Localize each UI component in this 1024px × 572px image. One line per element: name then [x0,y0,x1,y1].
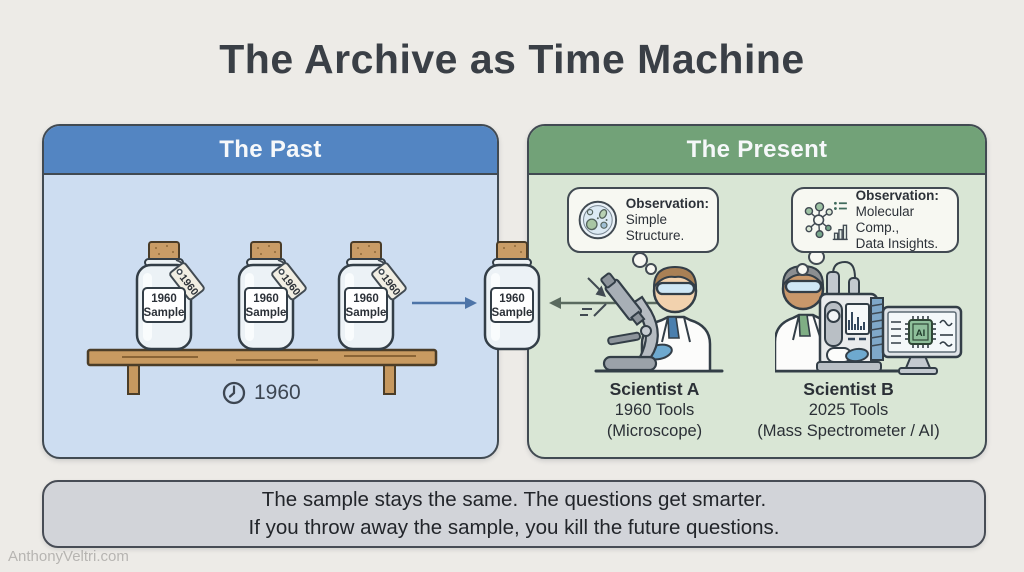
scientist-a-hair [652,265,698,291]
list-icon [833,201,847,210]
center-sample-jar: 1960 Sample [483,241,541,351]
svg-text:1960: 1960 [253,293,279,305]
waveform-lines [891,319,953,347]
scientist-b-tools: 2025 Tools [808,401,889,419]
cork-icon [496,241,528,261]
mass-spectrometer-icon [816,260,884,372]
observation-a-title: Observation: [625,196,709,211]
observation-a-line2: Structure. [625,228,685,243]
observation-b-line2: Data Insights. [855,236,939,251]
observation-box-b: Observation: Molecular Comp., Data Insig… [791,187,959,253]
scientist-b-figure: AI [775,260,963,375]
year-label: 1960 [254,381,301,404]
goggles-icon [655,281,696,296]
scientist-a-caption: Scientist A 1960 Tools (Microscope) [572,379,737,442]
scientist-a-name: Scientist A [609,379,700,399]
clock-icon [222,381,246,405]
watermark: AnthonyVeltri.com [8,548,129,565]
banner-line2: If you throw away the sample, you kill t… [248,516,780,539]
scientist-a-figure [580,265,724,373]
scientist-a-tools: 1960 Tools [614,401,695,419]
year-row: 1960 [222,381,301,405]
observation-b-line1: Molecular Comp., [855,204,915,235]
jar-label [344,287,388,323]
sample-jar-2: 1960 1960 Sample [237,241,307,351]
wooden-shelf [86,348,438,395]
scientist-b-caption: Scientist B 2025 Tools (Mass Spectromete… [746,379,951,442]
jar-label [244,287,288,323]
thought-bubble [632,252,648,268]
svg-text:1960: 1960 [499,293,525,305]
svg-text:AI: AI [916,328,926,339]
microscope-icon [600,272,659,372]
arrow-past-to-jar-icon [412,297,477,309]
sample-jar-3: 1960 1960 Sample [337,241,407,351]
observation-a-line1: Simple [625,212,667,227]
present-panel-header: The Present [529,126,985,175]
cell-icon [578,200,618,240]
ai-chip-icon: AI [905,316,936,348]
sample-jar-1: 1960 1960 Sample [135,241,205,351]
scientist-a-detail: (Microscope) [606,422,703,440]
svg-text:1960: 1960 [151,293,177,305]
thought-bubble [796,263,809,276]
conclusion-banner: The sample stays the same. The questions… [42,480,986,548]
scientist-b-person [775,264,835,373]
svg-text:1960: 1960 [353,293,379,305]
page-title: The Archive as Time Machine [219,36,805,82]
observation-box-a: Observation: Simple Structure. [567,187,719,253]
banner-line1: The sample stays the same. The questions… [261,488,767,511]
cork-icon [350,241,382,261]
svg-text:Sample: Sample [346,307,387,319]
scientist-b-hair [781,264,825,289]
scientist-b-name: Scientist B [803,379,894,399]
svg-text:Sample: Sample [246,307,287,319]
observation-b-title: Observation: [855,188,939,203]
jar-label [142,287,186,323]
past-panel-header: The Past [44,126,497,175]
svg-text:Sample: Sample [144,307,185,319]
past-panel: The Past [42,124,499,459]
cork-icon [148,241,180,261]
monitor-icon: AI [881,305,963,375]
svg-text:Sample: Sample [492,307,533,319]
bar-chart-icon [832,224,848,241]
goggles-icon [784,279,823,294]
cork-icon [250,241,282,261]
pointer-arrow-icon [580,277,607,317]
jar-label [490,287,534,323]
glove-icon [845,347,869,363]
molecule-icon [804,201,848,241]
thought-bubble [645,263,657,275]
scientist-b-detail: (Mass Spectrometer / AI) [757,422,940,440]
